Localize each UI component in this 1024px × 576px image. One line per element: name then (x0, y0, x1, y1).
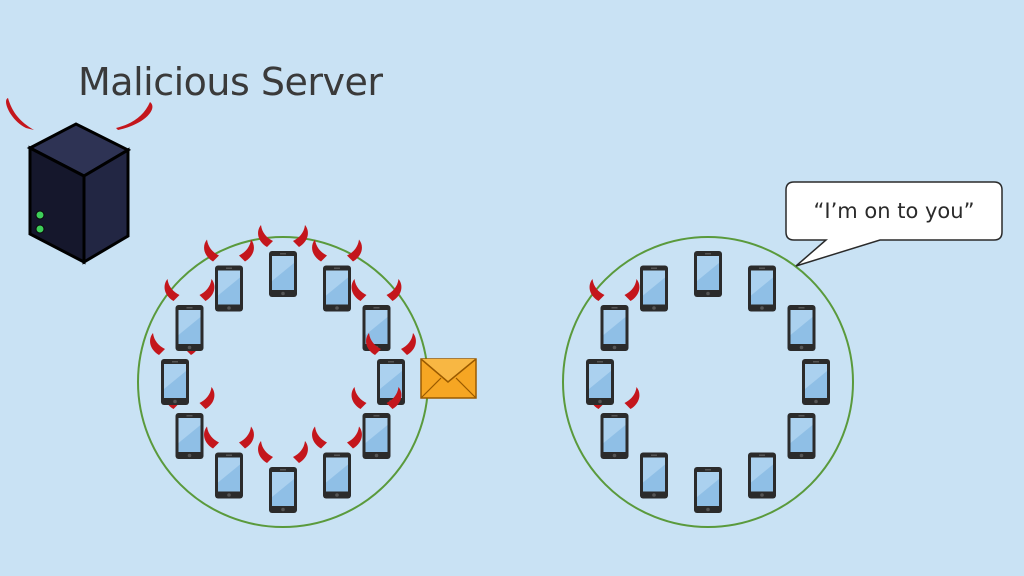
phone-icon (787, 305, 816, 351)
phone-icon (204, 426, 254, 499)
speech-bubble-text: “I’m on to you” (813, 199, 975, 223)
phone-icon (640, 265, 668, 312)
phone-icon (351, 387, 402, 459)
devil-horns-icon (351, 279, 402, 301)
phone-icon (589, 279, 640, 351)
phone-icon (204, 239, 254, 312)
phone-icon (258, 225, 308, 297)
phone-icon (366, 333, 416, 405)
devil-horns-icon (204, 239, 254, 262)
phone-icon (748, 265, 776, 312)
phone-icon (164, 279, 215, 351)
devil-horns-icon (204, 426, 254, 449)
devil-horns-icon (589, 279, 640, 301)
phone-icon (586, 359, 614, 405)
phone-icon (748, 452, 776, 499)
devil-server-icon (6, 98, 153, 265)
phone-icon (787, 413, 816, 459)
phone-icon (694, 251, 722, 297)
speech-bubble (785, 181, 1003, 267)
devil-horns-icon (312, 426, 362, 449)
phone-icon (640, 452, 668, 499)
phone-icon (312, 239, 362, 312)
phone-icon (351, 279, 402, 351)
slide-title: Malicious Server (78, 60, 383, 104)
right-group-circle (562, 236, 854, 528)
envelope-icon (420, 358, 477, 399)
phone-icon (802, 359, 830, 405)
phone-icon (694, 467, 722, 513)
devil-horns-icon (312, 239, 362, 262)
devil-horns-icon (164, 279, 215, 301)
devil-horns-icon (258, 441, 308, 463)
phone-icon (258, 441, 308, 513)
phone-icon (312, 426, 362, 499)
